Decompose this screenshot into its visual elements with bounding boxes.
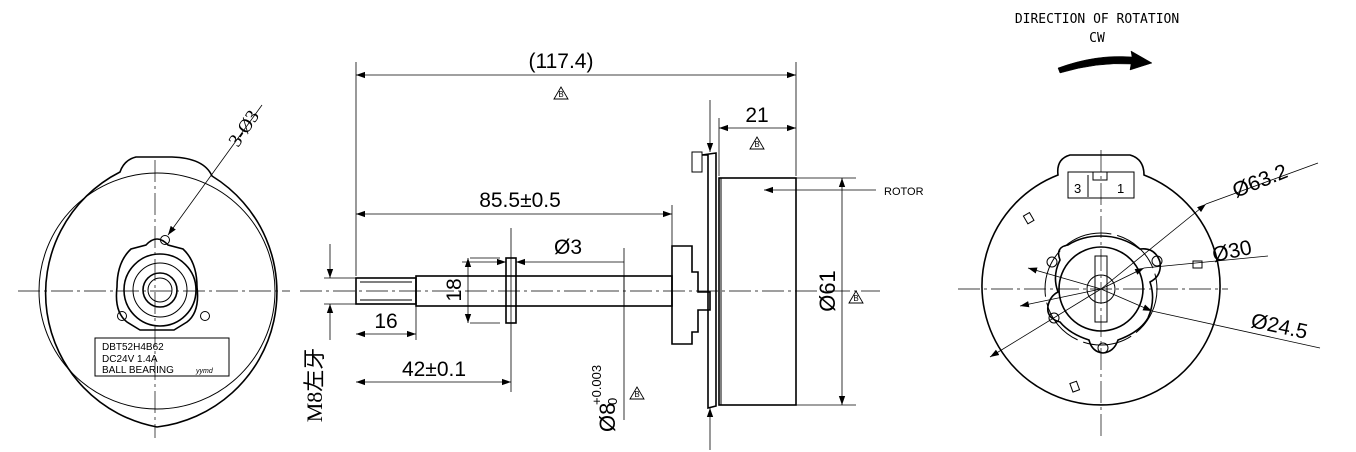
front-mount-hole-left	[117, 311, 127, 321]
dim-outer-value: Ø63.2	[1229, 160, 1291, 203]
dim-18-value: 18	[443, 278, 466, 301]
dim-overall-value: (117.4)	[529, 50, 594, 73]
rear-housing-outline	[981, 154, 1221, 406]
dim-shaft-tol-lower: 0	[605, 398, 620, 405]
nameplate-bearing: BALL BEARING	[102, 365, 174, 376]
rear-shaft-bore	[1086, 274, 1116, 304]
hole-leader-line	[167, 104, 263, 236]
rear-slot-1	[1022, 211, 1035, 225]
dim-mid-leader-back	[1019, 288, 1102, 308]
front-housing-outline	[44, 156, 278, 428]
nameplate-model: DBT52H4B62	[102, 342, 164, 353]
rear-hole-1	[1046, 256, 1058, 268]
dim-mid-leader	[1100, 267, 1145, 290]
hole-spec-label: 3-Ø3	[225, 107, 264, 151]
dim-rotor-width-value: 21	[745, 104, 768, 127]
dim-outer-leader-back	[989, 288, 1102, 358]
dim-inner-leader-back	[1027, 267, 1102, 290]
dim-thread-spec: M8左牙	[302, 348, 327, 423]
mount-plate	[701, 152, 717, 410]
connector-key	[1092, 171, 1108, 181]
rear-slot-3	[1069, 380, 1081, 393]
dim-shaft-length-value: 85.5±0.5	[479, 189, 561, 212]
dim-inner-leader-ext	[1151, 310, 1321, 349]
front-mount-hole-right	[200, 311, 210, 321]
front-hub-ring	[132, 262, 188, 318]
marker-overall-text: B	[558, 90, 563, 99]
rear-hub-outer	[1058, 246, 1144, 332]
front-mount-hole-top	[160, 235, 170, 245]
front-inner-ring	[38, 172, 276, 410]
rear-view: 3 1 Ø63.2 Ø30 Ø24.5	[958, 150, 1321, 440]
dim-outer-leader	[1100, 203, 1207, 290]
marker-shaft-dia: B	[629, 386, 645, 400]
dim-pin-position-value: 42±0.1	[402, 358, 466, 381]
rotor	[718, 177, 797, 406]
rear-hole-4	[1097, 342, 1109, 354]
marker-shaft-dia-text: B	[634, 390, 639, 399]
rotation-note: DIRECTION OF ROTATION CW	[1015, 12, 1179, 74]
rear-mount-flange	[1046, 235, 1162, 354]
dim-pin-dia-value: Ø3	[554, 236, 582, 259]
rear-hole-2	[1151, 255, 1163, 267]
marker-rotor-dia: B	[848, 290, 864, 304]
dim-mid-leader-ext	[1143, 255, 1269, 269]
rear-shaft-key	[1094, 255, 1108, 323]
rotation-direction: CW	[1089, 31, 1105, 46]
nameplate-rating: DC24V 1.4A	[102, 354, 158, 365]
dim-inner-leader	[1100, 288, 1153, 312]
rotation-arrow-icon	[1057, 50, 1153, 74]
shaft-hub	[671, 245, 711, 345]
plate-tab	[691, 151, 703, 173]
dim-thread-length-value: 16	[374, 310, 397, 333]
marker-overall: B	[553, 86, 569, 100]
rear-slot-2	[1192, 260, 1203, 269]
dim-inner-value: Ø24.5	[1249, 309, 1310, 343]
marker-rotor-width-text: B	[754, 140, 759, 149]
dim-shaft-dia-value: Ø8	[595, 403, 620, 432]
front-mount-flange	[115, 238, 199, 331]
rotor-label: ROTOR	[884, 186, 924, 198]
side-view: (117.4) B 21 B 85.5±0.5 Ø3 18 16	[300, 50, 924, 450]
rear-pitch-circle	[1044, 232, 1158, 346]
connector-pin-3: 3	[1074, 181, 1081, 196]
front-view: 3-Ø3 DBT52H4B62 DC24V 1.4A BALL BEARING …	[18, 104, 290, 438]
marker-rotor-dia-text: B	[853, 294, 858, 303]
dim-rotor-dia-value: Ø61	[815, 270, 840, 312]
front-shaft	[147, 277, 173, 303]
marker-rotor-width: B	[749, 136, 765, 150]
rotation-title: DIRECTION OF ROTATION	[1015, 12, 1179, 27]
front-hub-outer	[123, 253, 197, 327]
rear-hole-3	[1048, 312, 1060, 324]
front-bearing	[142, 272, 178, 308]
dim-mid-value: Ø30	[1210, 236, 1254, 267]
dim-shaft-tol-upper: +0.003	[589, 365, 604, 405]
connector-pin-1: 1	[1117, 181, 1124, 196]
nameplate	[94, 337, 230, 377]
nameplate-logo: yymd	[195, 368, 214, 375]
dim-outer-leader-ext	[1205, 162, 1319, 205]
